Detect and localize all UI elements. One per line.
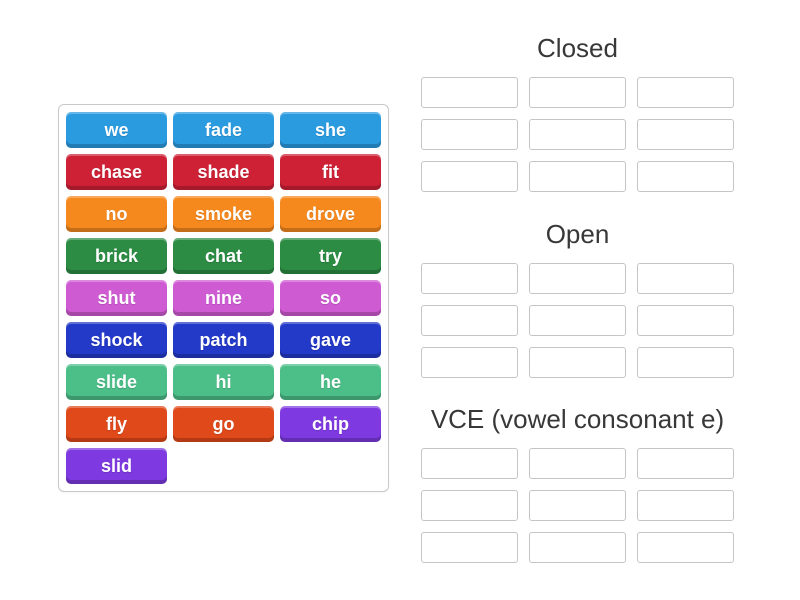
- word-tile-shock[interactable]: shock: [66, 322, 167, 358]
- group-open: Open: [421, 219, 734, 378]
- word-tile-fit[interactable]: fit: [280, 154, 381, 190]
- word-tile-go[interactable]: go: [173, 406, 274, 442]
- drop-slot[interactable]: [529, 532, 626, 563]
- drop-slot[interactable]: [637, 347, 734, 378]
- word-tile-chase[interactable]: chase: [66, 154, 167, 190]
- drop-slot[interactable]: [421, 161, 518, 192]
- drop-slot[interactable]: [637, 161, 734, 192]
- drop-slot[interactable]: [529, 347, 626, 378]
- slot-grid-vce: [421, 448, 734, 563]
- drop-slot[interactable]: [637, 532, 734, 563]
- word-tile-we[interactable]: we: [66, 112, 167, 148]
- word-tile-shade[interactable]: shade: [173, 154, 274, 190]
- slot-grid-closed: [421, 77, 734, 192]
- group-vce: VCE (vowel consonant e): [421, 404, 734, 563]
- word-tile-fly[interactable]: fly: [66, 406, 167, 442]
- word-tile-gave[interactable]: gave: [280, 322, 381, 358]
- word-tile-fade[interactable]: fade: [173, 112, 274, 148]
- word-tile-so[interactable]: so: [280, 280, 381, 316]
- drop-slot[interactable]: [637, 119, 734, 150]
- drop-slot[interactable]: [637, 305, 734, 336]
- drop-slot[interactable]: [637, 263, 734, 294]
- drop-slot[interactable]: [529, 490, 626, 521]
- word-tile-chip[interactable]: chip: [280, 406, 381, 442]
- drop-slot[interactable]: [421, 305, 518, 336]
- drop-slot[interactable]: [421, 77, 518, 108]
- word-tile-slid[interactable]: slid: [66, 448, 167, 484]
- word-tile-nine[interactable]: nine: [173, 280, 274, 316]
- drop-slot[interactable]: [421, 532, 518, 563]
- drop-slot[interactable]: [421, 119, 518, 150]
- word-tile-try[interactable]: try: [280, 238, 381, 274]
- word-tile-smoke[interactable]: smoke: [173, 196, 274, 232]
- slot-grid-open: [421, 263, 734, 378]
- group-title-closed: Closed: [537, 33, 618, 63]
- drop-slot[interactable]: [529, 119, 626, 150]
- word-tile-drove[interactable]: drove: [280, 196, 381, 232]
- word-tile-no[interactable]: no: [66, 196, 167, 232]
- group-title-open: Open: [545, 219, 610, 249]
- group-closed: Closed: [421, 33, 734, 192]
- drop-slot[interactable]: [421, 490, 518, 521]
- drop-slot[interactable]: [421, 347, 518, 378]
- drop-slot[interactable]: [421, 263, 518, 294]
- word-tile-she[interactable]: she: [280, 112, 381, 148]
- drop-slot[interactable]: [637, 448, 734, 479]
- drop-slot[interactable]: [529, 161, 626, 192]
- drop-slot[interactable]: [529, 305, 626, 336]
- drop-slot[interactable]: [637, 490, 734, 521]
- group-title-vce: VCE (vowel consonant e): [430, 404, 725, 434]
- drop-slot[interactable]: [637, 77, 734, 108]
- word-tile-he[interactable]: he: [280, 364, 381, 400]
- drop-slot[interactable]: [421, 448, 518, 479]
- word-tile-slide[interactable]: slide: [66, 364, 167, 400]
- word-tile-shut[interactable]: shut: [66, 280, 167, 316]
- drop-slot[interactable]: [529, 77, 626, 108]
- word-tile-chat[interactable]: chat: [173, 238, 274, 274]
- word-tile-hi[interactable]: hi: [173, 364, 274, 400]
- drop-slot[interactable]: [529, 448, 626, 479]
- word-tile-patch[interactable]: patch: [173, 322, 274, 358]
- word-tile-brick[interactable]: brick: [66, 238, 167, 274]
- drop-slot[interactable]: [529, 263, 626, 294]
